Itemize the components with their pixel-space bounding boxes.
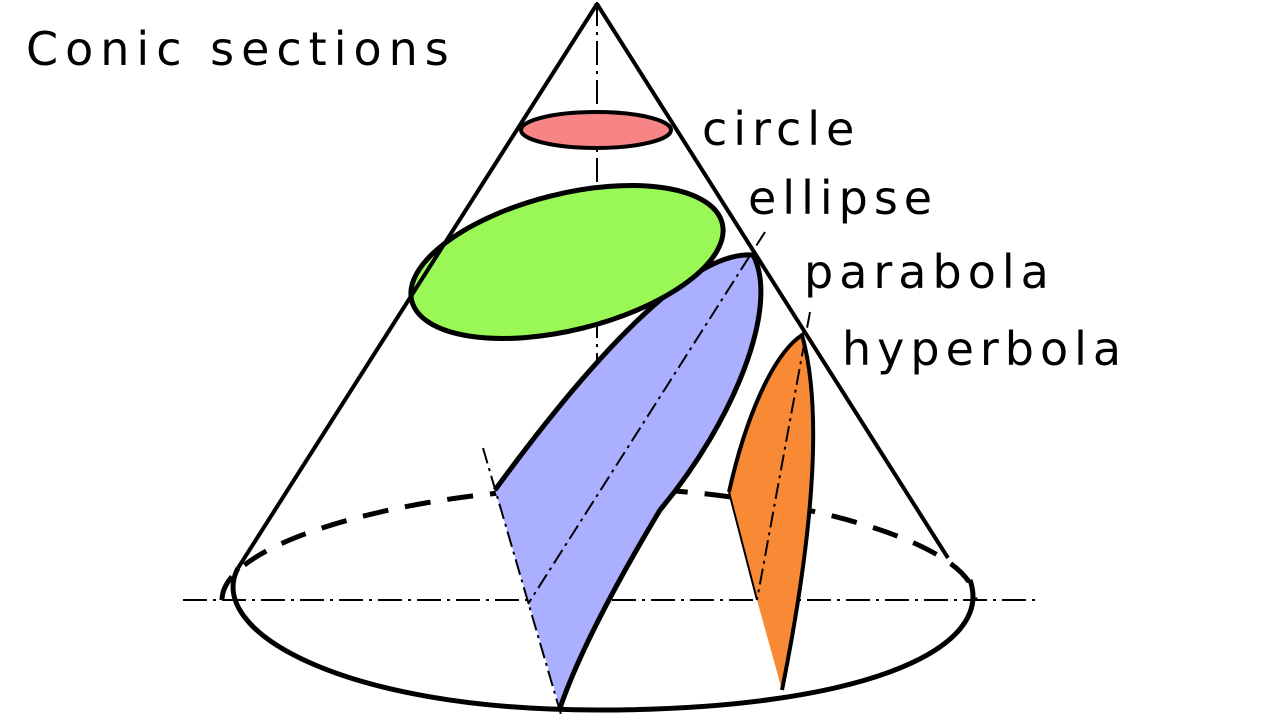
cone-base-front <box>230 566 976 713</box>
cone-apex <box>594 2 600 8</box>
cone-right-edge <box>595 2 950 560</box>
circle-section <box>519 110 673 150</box>
ellipse-section <box>408 183 726 341</box>
hyperbola-label: hyperbola <box>842 322 1128 376</box>
parabola-label: parabola <box>804 245 1055 299</box>
hyperbola-curve-edge <box>727 331 816 691</box>
parabola-section <box>495 254 761 709</box>
cone-left-edge <box>236 2 599 570</box>
hyperbola-section <box>729 335 814 690</box>
ellipse-label: ellipse <box>748 171 939 225</box>
circle-label: circle <box>702 102 861 156</box>
parabola-plane-trace <box>482 447 563 719</box>
hyperbola-plane-axis <box>756 311 811 601</box>
diagram-title: Conic sections <box>26 22 456 76</box>
parabola-plane-axis <box>527 231 766 605</box>
parabola-curve-edge <box>492 252 764 709</box>
hyperbola-plane-trace <box>728 491 758 601</box>
